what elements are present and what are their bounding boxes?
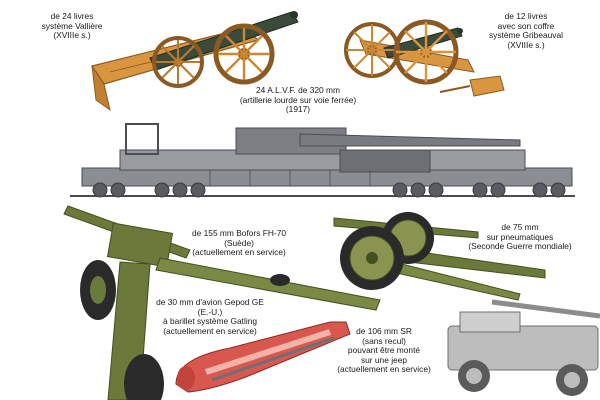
caption-line: sur une jeep [360,354,408,365]
caption-line: de 12 livres [504,11,548,21]
caption-line: de 24 livres [50,11,94,21]
gepod-gun-pod-illustration [175,321,351,393]
jeep-recoilless-illustration [447,299,600,396]
caption-valliere: de 24 livres système Vallière (XVIIIe s.… [18,11,126,41]
caption-line: de 155 mm Bofors FH-70 [191,228,287,238]
caption-line: (actuellement en service) [337,364,431,375]
caption-line: pouvant être monté [347,345,421,356]
caption-line: de 75 mm [501,222,539,232]
caption-line: (1917) [285,104,311,115]
bofors-howitzer-illustration [63,205,381,400]
caption-line: 24 A.L.V.F. de 320 mm [256,85,340,95]
caption-line: (Seconde Guerre mondiale) [468,241,572,252]
railway-gun-illustration [70,123,575,198]
caption-line: (E.-U.) [197,306,223,317]
caption-line: de 106 mm SR [356,326,412,336]
caption-line: (artillerie lourde sur voie ferrée) [239,94,357,105]
caption-line: (XVIIIe s.) [53,30,91,41]
caption-gepod: de 30 mm d'avion Gepod GE (E.-U.) à bari… [140,297,280,336]
caption-gribeauval: de 12 livres avec son coffre système Gri… [472,11,580,50]
caption-line: (actuellement en service) [192,247,286,258]
caption-line: (actuellement en service) [163,325,257,336]
gribeauval-cannon-illustration [344,19,505,97]
caption-line: système Vallière [41,20,103,31]
caption-line: de 30 mm d'avion Gepod GE [156,297,264,307]
caption-line: à barillet système Gatling [162,316,258,327]
caption-line: (sans recul) [362,335,406,346]
caption-bofors: de 155 mm Bofors FH-70 (Suède) (actuelle… [174,228,304,258]
caption-line: (XVIIIe s.) [507,39,545,50]
valliere-cannon-illustration [91,11,299,112]
caption-alvf: 24 A.L.V.F. de 320 mm (artillerie lourde… [220,85,376,115]
caption-recoilless: de 106 mm SR (sans recul) pouvant être m… [326,326,442,375]
caption-line: (Suède) [224,237,254,248]
caption-pneumatic: de 75 mm sur pneumatiques (Seconde Guerr… [458,222,582,252]
caption-line: sur pneumatiques [486,231,554,242]
caption-line: avec son coffre [497,20,555,31]
pneumatic-field-gun-illustration [333,212,546,301]
caption-line: système Gribeauval [488,30,563,41]
